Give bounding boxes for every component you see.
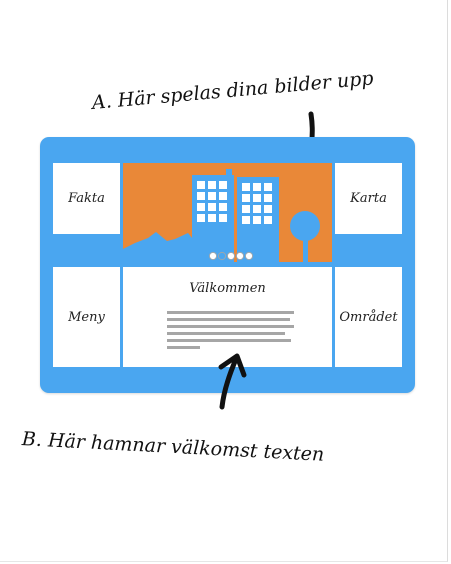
panel-omradet-label: Området — [339, 309, 398, 325]
panel-meny: Meny — [53, 267, 120, 367]
hero-slideshow — [123, 163, 332, 262]
panel-fakta: Fakta — [53, 163, 120, 234]
building-window — [242, 183, 250, 191]
slider-dot[interactable] — [226, 251, 236, 261]
layout-mockup: Fakta Karta Meny Välkommen — [40, 137, 415, 393]
building-window — [219, 192, 227, 200]
building-window — [242, 205, 250, 213]
building-window — [253, 194, 261, 202]
text-line — [167, 346, 200, 349]
building-window — [253, 183, 261, 191]
building-window — [197, 192, 205, 200]
slider-dot[interactable] — [208, 251, 218, 261]
building-window — [264, 183, 272, 191]
building-window — [208, 181, 216, 189]
building-window — [208, 214, 216, 222]
building-window — [264, 205, 272, 213]
arrow-up-icon — [218, 353, 247, 410]
building-window — [253, 216, 261, 224]
slider-dot[interactable] — [244, 251, 254, 261]
building-window — [242, 216, 250, 224]
slider-dot-active[interactable] — [217, 251, 227, 261]
text-line — [167, 339, 291, 342]
slider-dots — [208, 251, 254, 261]
panel-fakta-label: Fakta — [68, 191, 105, 206]
building-window — [197, 203, 205, 211]
panel-karta-label: Karta — [350, 191, 387, 206]
text-line — [167, 311, 294, 314]
building-window — [264, 194, 272, 202]
welcome-title: Välkommen — [189, 281, 266, 296]
panel-karta: Karta — [335, 163, 402, 234]
building-window — [219, 203, 227, 211]
slider-dot[interactable] — [235, 251, 245, 261]
building-window — [253, 205, 261, 213]
building-window — [219, 181, 227, 189]
panel-meny-label: Meny — [68, 309, 105, 325]
text-line — [167, 318, 290, 321]
panel-welcome: Välkommen — [123, 267, 332, 367]
text-line — [167, 332, 285, 335]
building-window — [197, 214, 205, 222]
building-window — [197, 181, 205, 189]
building-window — [208, 192, 216, 200]
building-window — [264, 216, 272, 224]
hero-illustration — [123, 163, 332, 262]
building-window — [208, 203, 216, 211]
panel-omradet: Området — [335, 267, 402, 367]
building-window — [242, 194, 250, 202]
building-window — [219, 214, 227, 222]
text-line — [167, 325, 294, 328]
